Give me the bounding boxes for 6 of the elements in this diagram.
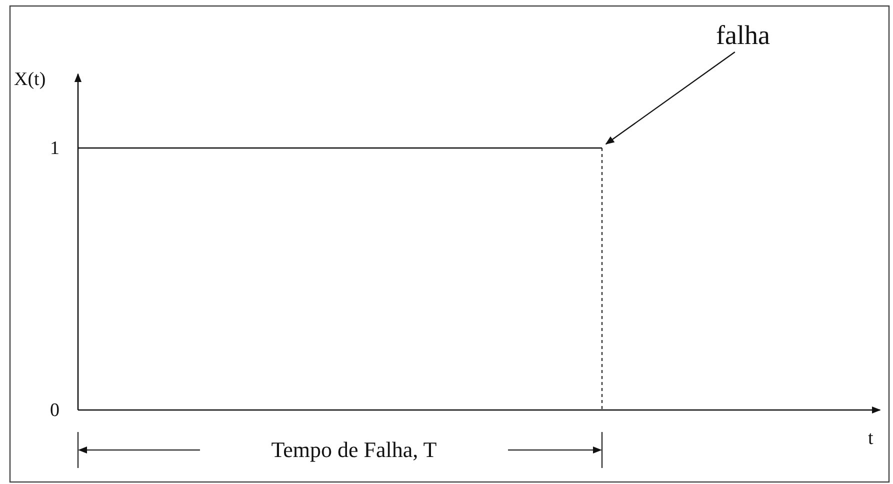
callout-text: falha [716,22,770,49]
axis-label: t [868,429,874,448]
tick-label: 0 [50,401,60,420]
tick-label: 1 [50,139,60,158]
axis-label: X(t) [14,70,46,89]
leader-arrow [605,52,736,145]
